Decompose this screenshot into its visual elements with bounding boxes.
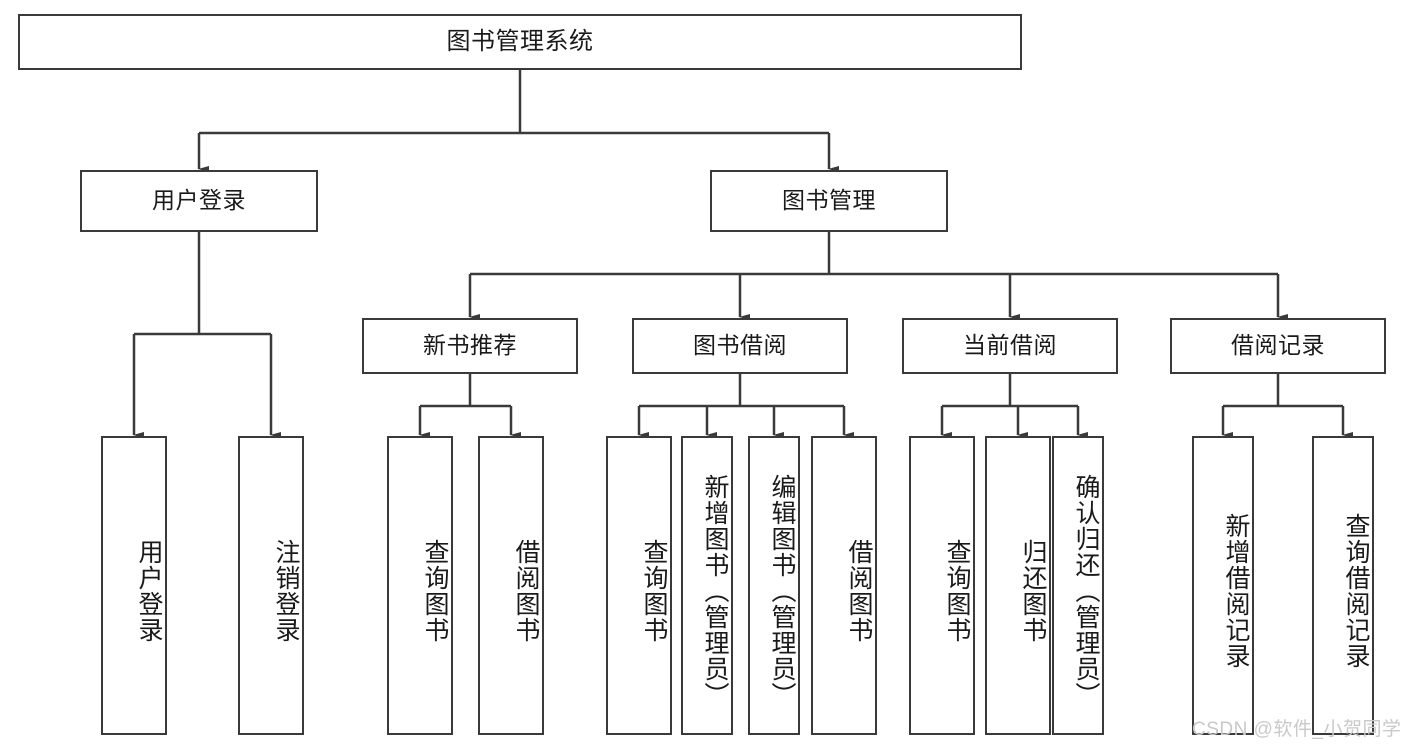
node-leaf-borrow-book-1[interactable]: 借阅图书 — [478, 436, 544, 735]
node-label: 用户登录 — [135, 538, 163, 643]
node-label: 查询借阅记录 — [1342, 512, 1370, 669]
node-label: 新增图书（管理员） — [701, 473, 729, 708]
node-label: 新增借阅记录 — [1222, 512, 1250, 669]
node-book-manage[interactable]: 图书管理 — [710, 170, 948, 232]
node-leaf-confirm-return[interactable]: 确认归还（管理员） — [1052, 436, 1104, 735]
node-leaf-edit-book[interactable]: 编辑图书（管理员） — [748, 436, 800, 735]
node-leaf-query-book-2[interactable]: 查询图书 — [606, 436, 672, 735]
node-label: 新书推荐 — [423, 332, 517, 359]
node-current-borrow[interactable]: 当前借阅 — [902, 318, 1118, 374]
node-leaf-return-book[interactable]: 归还图书 — [985, 436, 1051, 735]
node-label: 查询图书 — [943, 538, 971, 643]
node-leaf-borrow-book-2[interactable]: 借阅图书 — [811, 436, 877, 735]
node-leaf-add-book[interactable]: 新增图书（管理员） — [681, 436, 733, 735]
node-label: 用户登录 — [152, 187, 246, 214]
node-leaf-add-record[interactable]: 新增借阅记录 — [1192, 436, 1254, 735]
watermark: CSDN @软件_小贺同学 — [1192, 719, 1402, 740]
node-label: 编辑图书（管理员） — [768, 473, 796, 708]
node-leaf-query-book-3[interactable]: 查询图书 — [909, 436, 975, 735]
node-new-book-rec[interactable]: 新书推荐 — [362, 318, 578, 374]
node-label: 确认归还（管理员） — [1072, 473, 1100, 708]
node-label: 查询图书 — [421, 538, 449, 643]
node-leaf-logout[interactable]: 注销登录 — [238, 436, 304, 735]
node-label: 借阅记录 — [1231, 332, 1325, 359]
node-label: 图书管理系统 — [446, 27, 594, 55]
node-label: 借阅图书 — [512, 538, 540, 643]
node-book-borrow[interactable]: 图书借阅 — [632, 318, 848, 374]
node-label: 归还图书 — [1019, 538, 1047, 643]
node-label: 图书借阅 — [693, 332, 787, 359]
node-label: 注销登录 — [272, 538, 300, 643]
node-label: 当前借阅 — [963, 332, 1057, 359]
node-leaf-user-login[interactable]: 用户登录 — [101, 436, 167, 735]
node-borrow-record[interactable]: 借阅记录 — [1170, 318, 1386, 374]
node-label: 查询图书 — [640, 538, 668, 643]
node-label: 图书管理 — [782, 187, 876, 214]
node-label: 借阅图书 — [845, 538, 873, 643]
node-leaf-query-book-1[interactable]: 查询图书 — [387, 436, 453, 735]
node-user-login[interactable]: 用户登录 — [80, 170, 318, 232]
node-root[interactable]: 图书管理系统 — [18, 14, 1022, 70]
node-leaf-query-record[interactable]: 查询借阅记录 — [1312, 436, 1374, 735]
